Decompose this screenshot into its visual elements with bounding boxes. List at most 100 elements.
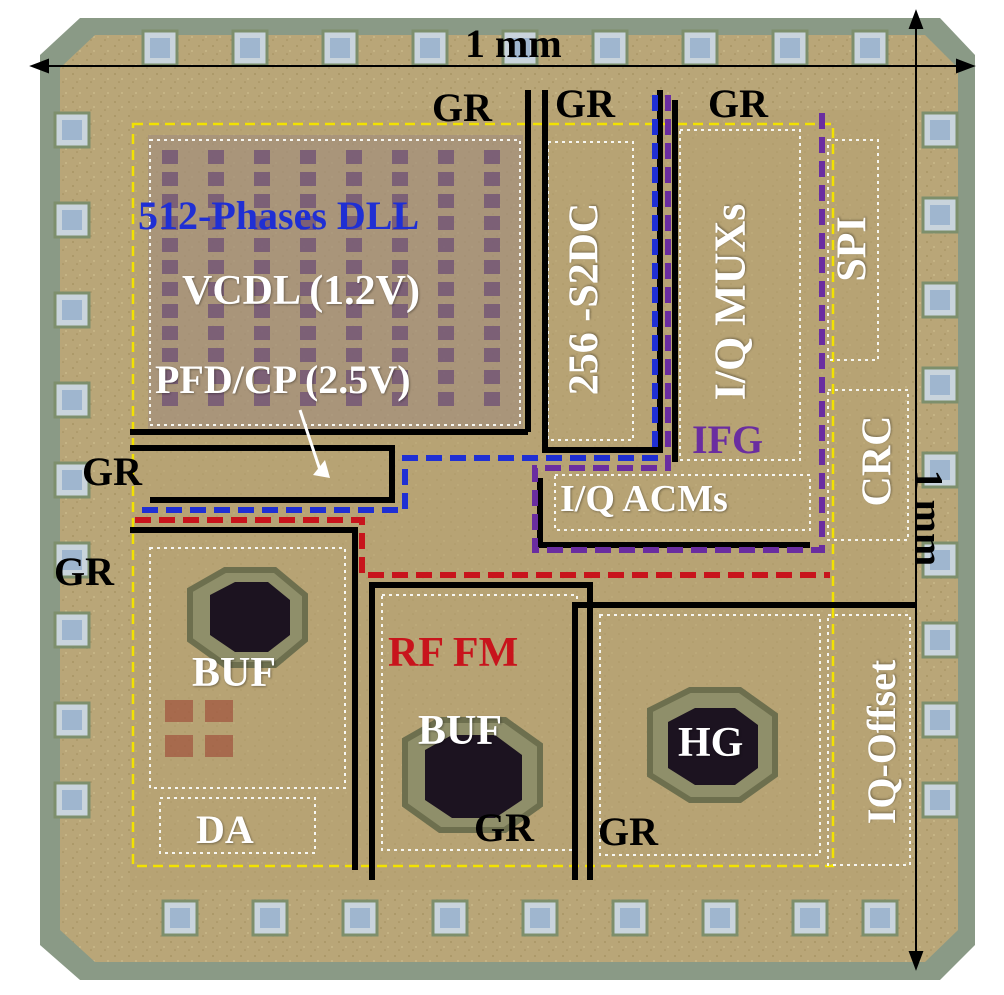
vcdl-cell [300, 326, 316, 340]
vcdl-cell [254, 260, 270, 274]
vcdl-cell [162, 392, 178, 406]
vcdl-cell [484, 238, 500, 252]
vcdl-cell [484, 370, 500, 384]
vcdl-cell [208, 282, 224, 296]
vcdl-cell [346, 326, 362, 340]
iq-offset-label: IQ-Offset [859, 659, 905, 825]
bond-pad [921, 451, 959, 489]
vcdl-cell [254, 150, 270, 164]
vcdl-cell [346, 150, 362, 164]
vcdl-cell [438, 194, 454, 208]
vcdl-cell [346, 238, 362, 252]
vcdl-cell [346, 282, 362, 296]
bond-pad [921, 781, 959, 819]
guard-rings [130, 90, 915, 880]
bond-pad [141, 29, 179, 67]
vcdl-cell [162, 304, 178, 318]
vcdl-cell [208, 216, 224, 230]
vcdl-cell [438, 326, 454, 340]
bond-pad [53, 461, 91, 499]
vcdl-cell [254, 392, 270, 406]
vcdl-cell [162, 326, 178, 340]
vcdl-cell [392, 260, 408, 274]
gr-left-1-label: GR [82, 449, 142, 494]
pfd-cp-arrow [298, 409, 330, 478]
vcdl-cell [438, 260, 454, 274]
gr-top-1-label: GR [432, 85, 492, 130]
vcdl-cell [484, 194, 500, 208]
dll-title-label: 512-Phases DLL [138, 193, 420, 238]
vcdl-cell [162, 172, 178, 186]
hg-label: HG [678, 720, 744, 766]
iq-muxs-label: I/Q MUXs [705, 203, 755, 401]
crc-label: CRC [854, 415, 901, 507]
bond-pad [53, 541, 91, 579]
vcdl-label: VCDL (1.2V) [182, 268, 420, 314]
iq-acms-label: I/Q ACMs [560, 478, 728, 520]
rf-fm-boundary [135, 517, 830, 578]
vcdl-cell [162, 260, 178, 274]
white-dotted-outlines [149, 129, 911, 866]
vcdl-cell [208, 172, 224, 186]
vcdl-cell [300, 304, 316, 318]
vcdl-cell [300, 392, 316, 406]
gr-bottom-1-label: GR [474, 805, 534, 850]
vcdl-cell [162, 348, 178, 362]
vcdl-cell [392, 348, 408, 362]
vcdl-cell [392, 304, 408, 318]
bond-pad [921, 701, 959, 739]
vcdl-cell [300, 348, 316, 362]
buf-center-label: BUF [418, 708, 502, 754]
bond-pad [53, 781, 91, 819]
block-outlines [131, 122, 835, 868]
vcdl-cell [438, 304, 454, 318]
vcdl-cell [208, 370, 224, 384]
bond-pad [851, 29, 889, 67]
vcdl-cell [254, 348, 270, 362]
vcdl-cell [438, 150, 454, 164]
bond-pad [53, 291, 91, 329]
vcdl-cell [346, 304, 362, 318]
vcdl-cell [162, 216, 178, 230]
vcdl-cell [438, 172, 454, 186]
bond-pad [341, 899, 379, 937]
vcdl-cell [392, 282, 408, 296]
bond-pad [53, 201, 91, 239]
gr-left-2-label: GR [54, 549, 114, 594]
vcdl-cell [254, 326, 270, 340]
vcdl-cell [484, 216, 500, 230]
vcdl-cell [346, 216, 362, 230]
vcdl-cell [438, 238, 454, 252]
bond-pad [53, 701, 91, 739]
gr-bottom-2-label: GR [598, 809, 658, 854]
vcdl-cell [392, 172, 408, 186]
vcdl-cell [346, 370, 362, 384]
vcdl-cell [254, 282, 270, 296]
vcdl-cell [346, 260, 362, 274]
vcdl-cell [392, 216, 408, 230]
bond-pad [53, 611, 91, 649]
dll-boundary [135, 95, 658, 513]
vcdl-cell [208, 238, 224, 252]
ifg-boundary [532, 95, 825, 553]
bond-pad [431, 899, 469, 937]
vcdl-cell [254, 216, 270, 230]
bond-pad [501, 29, 539, 67]
bond-pad [681, 29, 719, 67]
vcdl-cell [162, 238, 178, 252]
vcdl-cell [392, 238, 408, 252]
vcdl-cell [300, 370, 316, 384]
bond-pad [921, 281, 959, 319]
bond-pad [921, 196, 959, 234]
bond-pad [771, 29, 809, 67]
vcdl-cell [208, 194, 224, 208]
vcdl-cell [484, 348, 500, 362]
vcdl-cell [254, 370, 270, 384]
vcdl-cell [392, 150, 408, 164]
width-dimension-label: 1 mm [465, 21, 562, 66]
spi-label: SPI [829, 216, 876, 282]
inductor-hg [647, 687, 778, 803]
vcdl-cell [392, 370, 408, 384]
